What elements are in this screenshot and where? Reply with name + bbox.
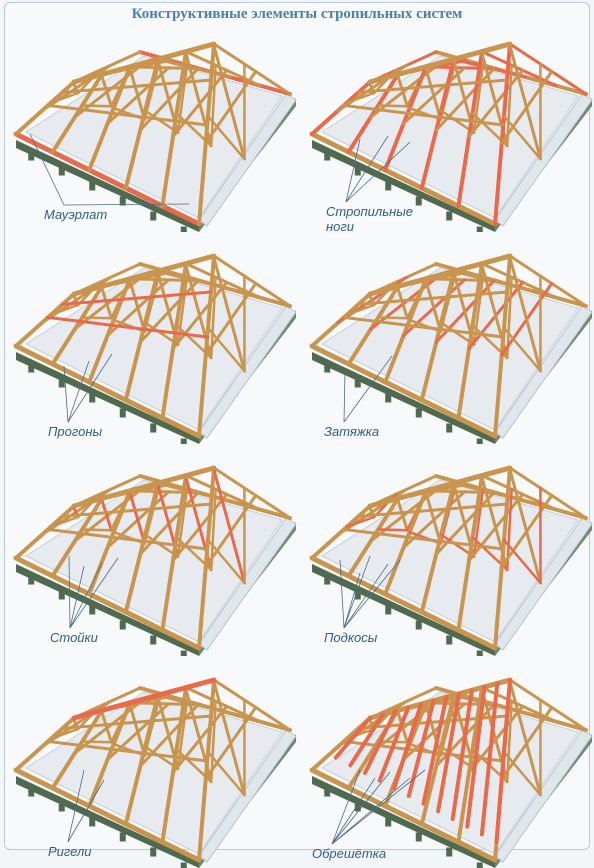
wall-pillar (416, 197, 422, 206)
roof-frame-drawing (300, 448, 594, 656)
roof-frame-drawing (4, 660, 301, 868)
wall-pillar (181, 863, 187, 868)
wall-pillar (385, 394, 391, 403)
leader-line (344, 371, 345, 422)
wall-pillar (28, 576, 34, 585)
wall-pillar (446, 212, 452, 221)
wall-pillar (416, 621, 422, 630)
label-battens: Обрешётка (312, 846, 386, 861)
wall-pillar (150, 848, 156, 857)
wall-pillar (59, 803, 65, 812)
wall-pillar (120, 621, 126, 630)
wall-pillar (385, 818, 391, 827)
wall-pillar (477, 863, 483, 868)
panel-struts: Подкосы (300, 448, 594, 656)
label-ridge: Ригели (48, 844, 92, 859)
wall-pillar (477, 227, 483, 233)
roof-frame-drawing (4, 448, 301, 656)
label-struts: Подкосы (324, 630, 377, 645)
wall-pillar (181, 227, 187, 233)
wall-pillar (416, 833, 422, 842)
panel-ties: Затяжка (300, 236, 594, 444)
wall-pillar (355, 379, 361, 388)
wall-pillar (181, 651, 187, 657)
strut (82, 317, 111, 318)
wall-pillar (324, 788, 330, 797)
wall-pillar (120, 833, 126, 842)
strut (82, 529, 111, 530)
roof-frame-drawing (300, 236, 594, 444)
panel-posts: Стойки (4, 448, 301, 656)
panel-ridge: Ригели (4, 660, 301, 868)
label-rafters: Стропильные ноги (326, 204, 413, 234)
wall-pillar (324, 576, 330, 585)
label-posts: Стойки (50, 630, 98, 645)
wall-pillar (446, 848, 452, 857)
panel-mauerlat: Мауэрлат (4, 24, 301, 232)
panel-purlins: Прогоны (4, 236, 301, 444)
wall-pillar (89, 394, 95, 403)
diagram-title: Конструктивные элементы стропильных сист… (0, 6, 594, 23)
label-mauerlat: Мауэрлат (44, 207, 107, 222)
panel-rafters: Стропильные ноги (300, 24, 594, 232)
wall-pillar (477, 439, 483, 445)
strut (82, 105, 111, 106)
strut (82, 741, 111, 742)
label-purlins: Прогоны (48, 424, 102, 439)
wall-pillar (89, 606, 95, 615)
wall-pillar (89, 182, 95, 191)
label-ties: Затяжка (324, 424, 379, 439)
wall-pillar (59, 167, 65, 176)
wall-pillar (181, 439, 187, 445)
roof-frame-drawing (4, 24, 301, 232)
wall-pillar (324, 152, 330, 161)
wall-pillar (89, 818, 95, 827)
wall-pillar (150, 212, 156, 221)
strut (378, 105, 407, 106)
roof-frame-drawing (300, 24, 594, 232)
wall-pillar (28, 788, 34, 797)
wall-pillar (446, 636, 452, 645)
wall-pillar (120, 409, 126, 418)
wall-pillar (477, 651, 483, 657)
strut (378, 529, 407, 530)
wall-pillar (446, 424, 452, 433)
wall-pillar (59, 591, 65, 600)
wall-pillar (416, 409, 422, 418)
wall-pillar (324, 364, 330, 373)
roof-frame-drawing (4, 236, 301, 444)
wall-pillar (385, 182, 391, 191)
strut (378, 317, 407, 318)
wall-pillar (385, 606, 391, 615)
wall-pillar (150, 424, 156, 433)
roof-frame-drawing (300, 660, 594, 868)
leader-line (64, 204, 189, 205)
panel-battens: Обрешётка (300, 660, 594, 868)
wall-pillar (28, 152, 34, 161)
wall-pillar (355, 167, 361, 176)
wall-pillar (59, 379, 65, 388)
wall-pillar (28, 364, 34, 373)
wall-pillar (150, 636, 156, 645)
leader-line (64, 366, 68, 422)
